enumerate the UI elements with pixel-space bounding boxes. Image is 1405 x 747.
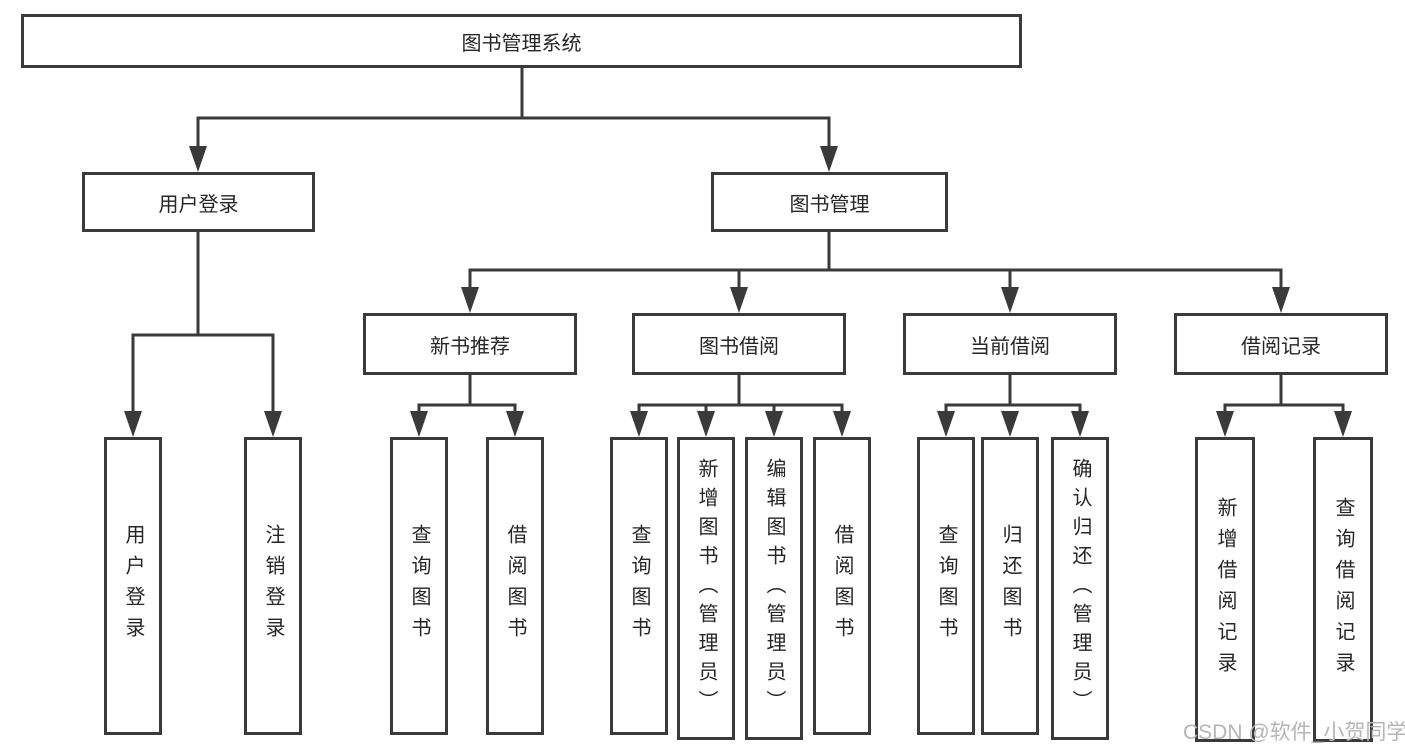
leaf-current-confirm-return-admin: 确认归还（管理员） bbox=[1051, 437, 1109, 740]
leaf-borrow-query-books: 查询图书 bbox=[610, 437, 668, 735]
leaf-borrow-edit-books-admin: 编辑图书（管理员） bbox=[745, 437, 803, 740]
leaf-label: 新增借阅记录 bbox=[1214, 496, 1236, 683]
node-book-management: 图书管理 bbox=[711, 172, 948, 232]
leaf-current-query-books: 查询图书 bbox=[917, 437, 975, 735]
leaf-label: 编辑图书（管理员） bbox=[763, 458, 785, 719]
leaf-label: 归还图书 bbox=[999, 524, 1021, 648]
leaf-label: 借阅图书 bbox=[504, 524, 526, 648]
leaf-records-add-record: 新增借阅记录 bbox=[1195, 437, 1255, 742]
leaf-label: 确认归还（管理员） bbox=[1069, 458, 1091, 719]
node-label: 借阅记录 bbox=[1241, 335, 1321, 358]
node-label: 图书借阅 bbox=[699, 335, 779, 358]
leaf-user-login: 用户登录 bbox=[104, 437, 162, 735]
node-label: 图书管理 bbox=[789, 193, 870, 216]
node-user-login: 用户登录 bbox=[82, 172, 315, 232]
leaf-label: 注销登录 bbox=[262, 524, 284, 648]
leaf-label: 新增图书（管理员） bbox=[695, 458, 717, 719]
leaf-label: 查询借阅记录 bbox=[1332, 496, 1354, 683]
node-new-book-recommend: 新书推荐 bbox=[363, 313, 577, 375]
node-borrow-records: 借阅记录 bbox=[1174, 313, 1388, 375]
leaf-label: 查询图书 bbox=[628, 524, 650, 648]
leaf-current-return-books: 归还图书 bbox=[981, 437, 1039, 735]
leaf-label: 用户登录 bbox=[122, 524, 144, 648]
leaf-newrec-borrow-books: 借阅图书 bbox=[486, 437, 544, 735]
leaf-logout: 注销登录 bbox=[244, 437, 302, 735]
node-label: 图书管理系统 bbox=[461, 32, 582, 55]
leaf-newrec-query-books: 查询图书 bbox=[390, 437, 448, 735]
leaf-label: 查询图书 bbox=[935, 524, 957, 648]
leaf-label: 借阅图书 bbox=[831, 524, 853, 648]
node-book-management-system: 图书管理系统 bbox=[21, 14, 1022, 68]
node-current-borrow: 当前借阅 bbox=[903, 313, 1117, 375]
node-label: 新书推荐 bbox=[430, 335, 510, 358]
node-label: 用户登录 bbox=[158, 193, 239, 216]
node-book-borrow: 图书借阅 bbox=[632, 313, 846, 375]
leaf-label: 查询图书 bbox=[408, 524, 430, 648]
leaf-borrow-add-books-admin: 新增图书（管理员） bbox=[677, 437, 735, 740]
node-label: 当前借阅 bbox=[970, 335, 1050, 358]
leaf-records-query-record: 查询借阅记录 bbox=[1313, 437, 1373, 742]
leaf-borrow-borrow-books: 借阅图书 bbox=[813, 437, 871, 735]
